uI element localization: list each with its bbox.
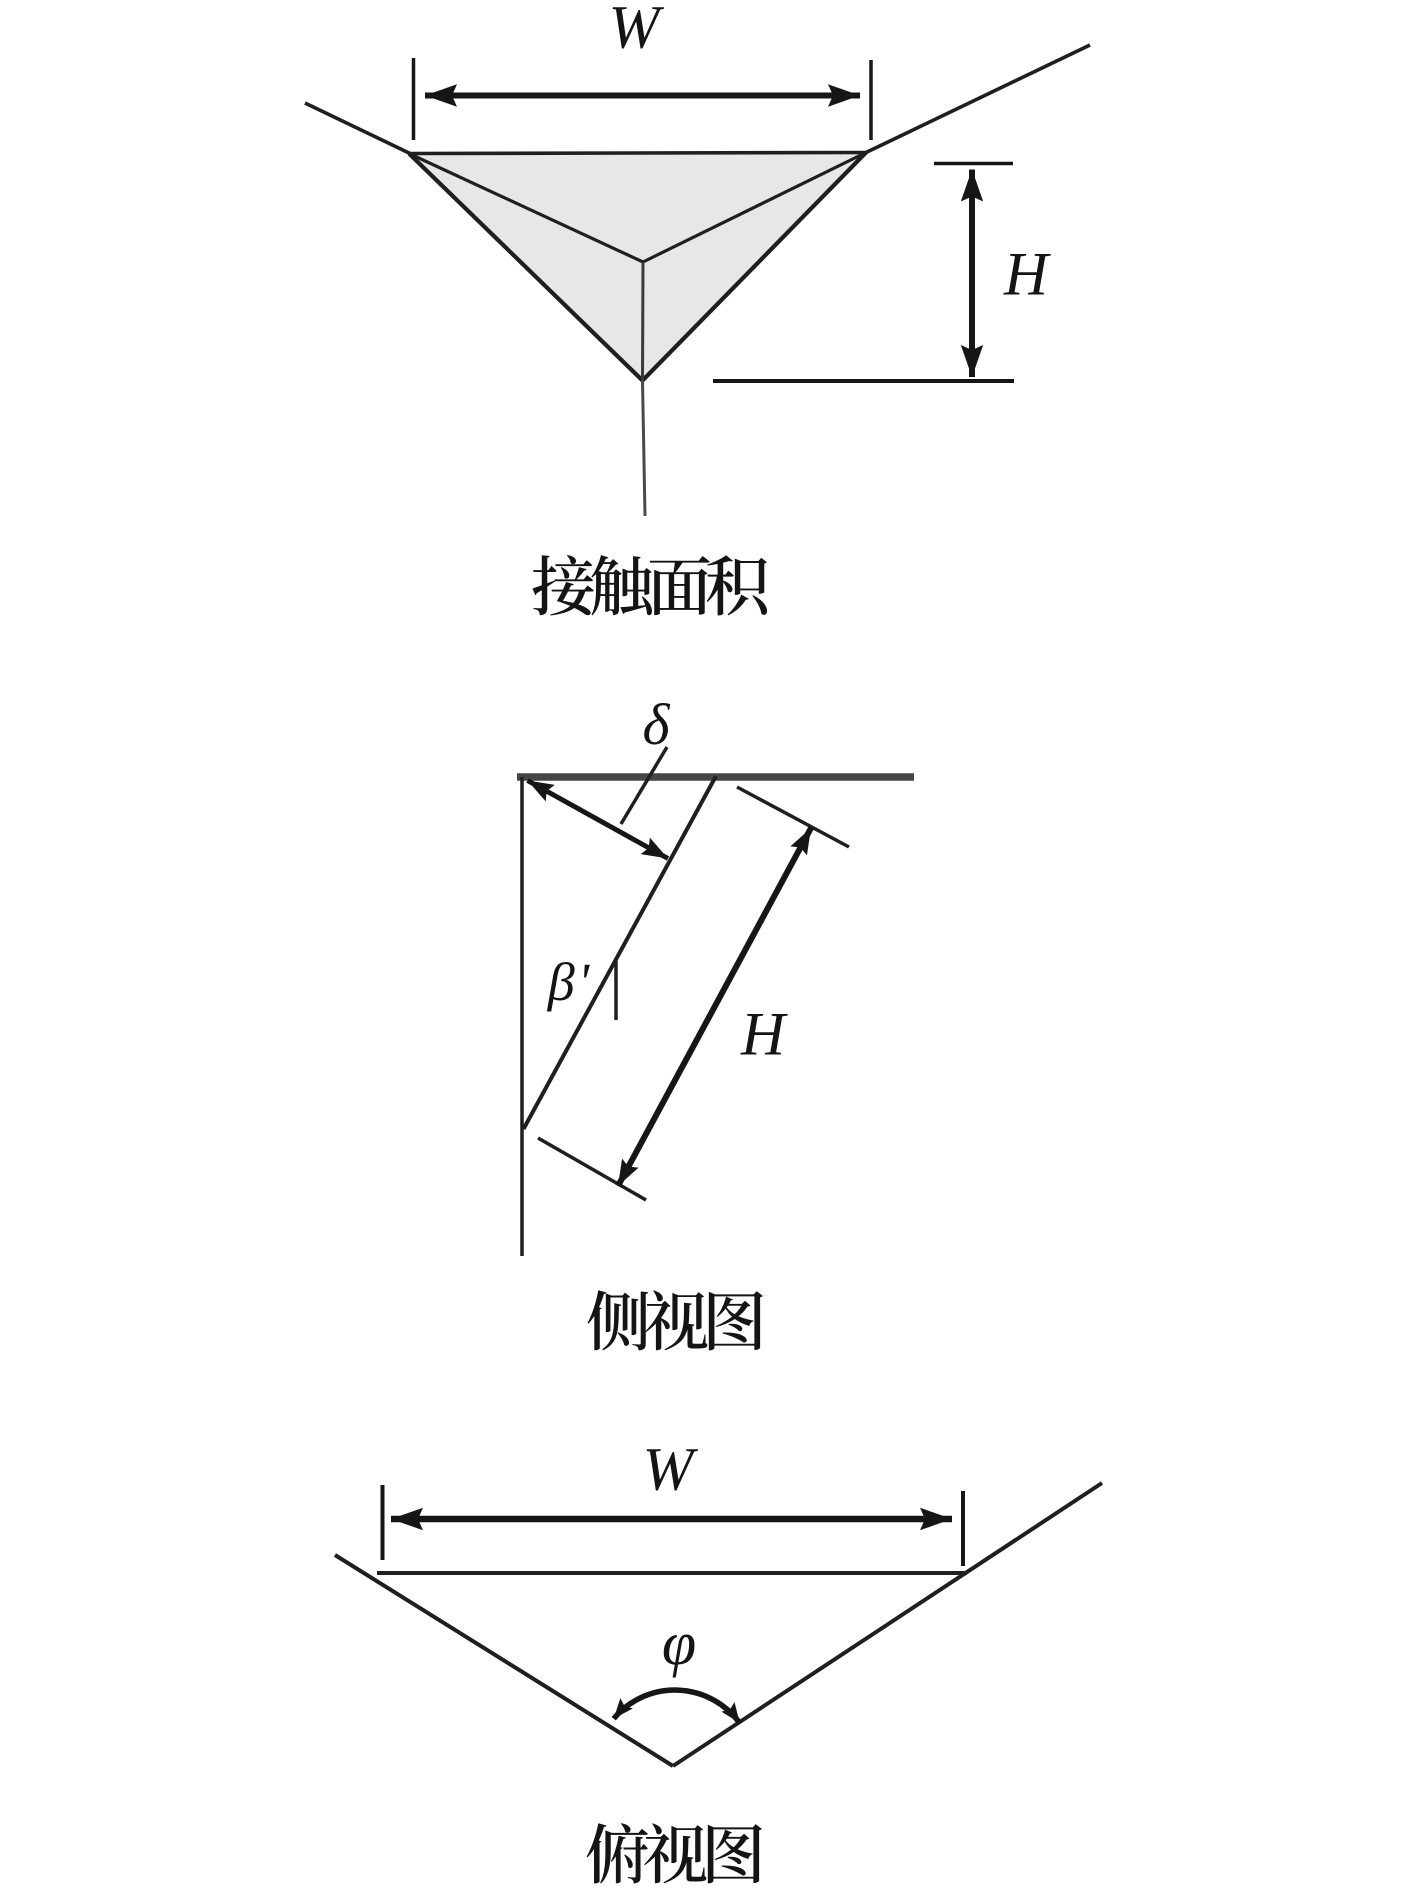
contact-ridge-vertical (641, 261, 645, 382)
contact-area-diagram (304, 43, 1091, 616)
topview-caption-glyphs (586, 1823, 762, 1884)
side-offset-label: δ (642, 692, 670, 757)
side-offset-arrow (526, 778, 670, 861)
side-offset-leader (619, 746, 669, 825)
side-angle-label: β' (547, 952, 593, 1012)
contact-caption-glyphs (532, 555, 768, 616)
side-view-diagram (517, 746, 914, 1351)
side-height-arrow (615, 826, 814, 1188)
side-height-label: H (740, 1001, 786, 1069)
topview-angle-arc (611, 1687, 742, 1725)
contact-top-edge (408, 150, 867, 156)
top-view-diagram (333, 1481, 1104, 1884)
contact-ridge-left (408, 152, 644, 264)
contact-ridge-right (642, 151, 867, 264)
contact-left-edge (407, 151, 644, 383)
side-height-ext-tick-bottom (537, 1136, 647, 1202)
contact-apex-tail (641, 380, 647, 517)
contact-groove-right-line (865, 43, 1091, 155)
contact-width-label: W (608, 0, 660, 62)
side-height-ext-tick-top (736, 785, 850, 849)
contact-height-label: H (1003, 241, 1049, 309)
topview-right-arm (671, 1481, 1104, 1768)
topview-angle-label: φ (661, 1610, 697, 1678)
contact-groove-left-line (304, 101, 411, 156)
topview-left-arm (333, 1553, 675, 1768)
side-caption-glyphs (587, 1290, 763, 1351)
contact-right-edge (641, 151, 868, 382)
topview-width-label: W (642, 1436, 694, 1504)
